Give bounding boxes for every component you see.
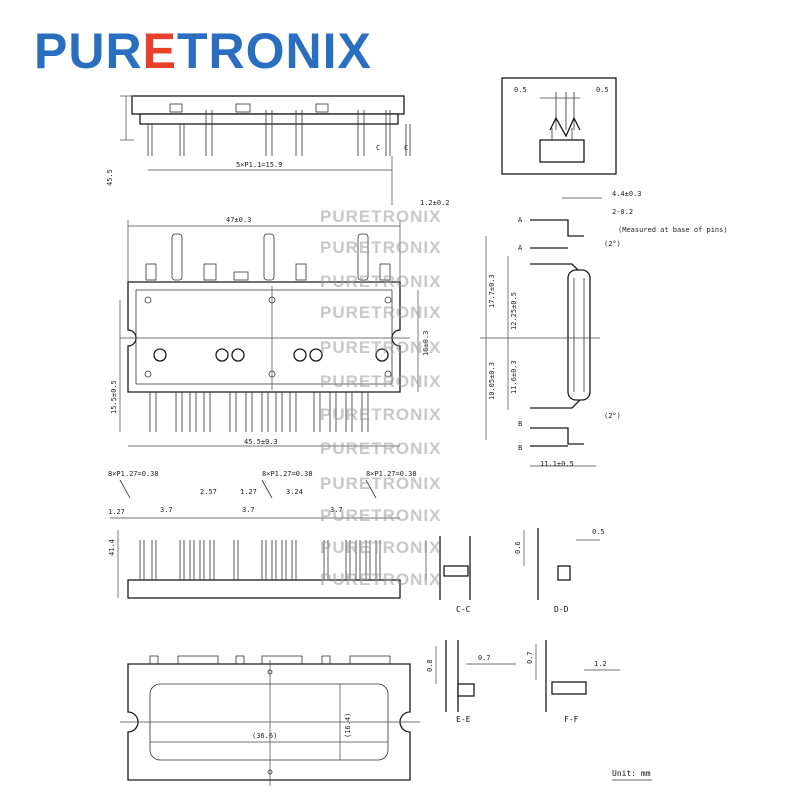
label-dim-top-gap: 1.2±0.2 (420, 199, 450, 207)
label-marker-a1: A (518, 216, 523, 224)
label-side-foot: 2-0.2 (612, 208, 633, 216)
label-marker-b2: B (518, 444, 522, 452)
label-lead-4: 1.27 (240, 488, 257, 496)
label-side-depth: 4.4±0.3 (612, 190, 642, 198)
label-det-h2: 0.7 (478, 654, 491, 662)
label-side-deg-top: (2°) (604, 240, 621, 248)
label-marker-c2: C (404, 144, 408, 152)
label-side-deg-bottom: (2°) (604, 412, 621, 420)
label-det-v3: 0.7 (526, 651, 534, 664)
label-sec-ff: F-F (564, 715, 579, 724)
logo-segment-2: TRONIX (176, 23, 372, 79)
label-body-height: 16±0.3 (422, 331, 430, 356)
label-side-bottom: 11.1±0.5 (540, 460, 574, 468)
label-width-total: 47±0.3 (226, 216, 251, 224)
bottom-view: (36.6) (16.4) (120, 655, 420, 786)
watermark-9: PURETRONIX (320, 506, 441, 525)
label-pitch-a: 5×P1.1=15.9 (236, 161, 282, 169)
watermark-1: PURETRONIX (320, 238, 441, 257)
watermark-4: PURETRONIX (320, 338, 441, 357)
label-pitch-b3: 8×P1.27=0.38 (366, 470, 417, 478)
side-view: 4.4±0.3 2-0.2 (Measured at base of pins)… (480, 190, 728, 468)
watermark-5: PURETRONIX (320, 372, 441, 391)
label-lead-3: 2.57 (200, 488, 217, 496)
watermark-10: PURETRONIX (320, 538, 441, 557)
label-side-seg4: 10.05±0.3 (488, 362, 496, 400)
watermark-layer: PURETRONIX PURETRONIX PURETRONIX PURETRONIX… (320, 207, 441, 589)
brand-logo: PURETRONIX (34, 26, 372, 76)
label-sec-ee: E-E (456, 715, 471, 724)
watermark-2: PURETRONIX (320, 272, 441, 291)
logo-segment-1: E (142, 23, 177, 79)
label-lead-1: 1.27 (108, 508, 125, 516)
label-lead-5: 3.7 (242, 506, 255, 514)
label-lead-2: 3.7 (160, 506, 173, 514)
label-width-body: 45.5±0.3 (244, 438, 278, 446)
label-side-note: (Measured at base of pins) (618, 226, 728, 234)
label-det-h3: 1.2 (594, 660, 607, 668)
label-lead-h: 41.4 (108, 539, 116, 556)
label-marker-a2: A (518, 244, 523, 252)
label-pitch-b2: 8×P1.27=0.38 (262, 470, 313, 478)
label-lead-6: 3.24 (286, 488, 303, 496)
label-height-left: 45.5 (106, 169, 114, 186)
label-sec-cc: C-C (456, 605, 471, 614)
label-side-seg3: 11.6±0.3 (510, 360, 518, 394)
section-details: C-C 0.6 0.5 D-D 0.8 0.7 E-E 0.7 1.2 F-F (425, 528, 620, 724)
label-bottom-width: (36.6) (252, 732, 277, 740)
label-sec-dd: D-D (554, 605, 569, 614)
lead-pitch-view: 8×P1.27=0.38 8×P1.27=0.38 8×P1.27=0.38 1… (108, 470, 417, 599)
front-view: 47±0.3 (110, 216, 430, 447)
watermark-8: PURETRONIX (320, 474, 441, 493)
logo-segment-0: PUR (34, 23, 143, 79)
watermark-6: PURETRONIX (320, 405, 441, 424)
label-detail-top-l: 0.5 (514, 86, 527, 94)
watermark-3: PURETRONIX (320, 303, 441, 322)
watermark-11: PURETRONIX (320, 570, 441, 589)
label-det-v1: 0.6 (514, 541, 522, 554)
watermark-7: PURETRONIX (320, 439, 441, 458)
unit-label: Unit: mm (612, 769, 651, 778)
label-marker-b1: B (518, 420, 522, 428)
label-height-total: 15.5±0.5 (110, 380, 118, 414)
label-bottom-height: (16.4) (344, 713, 352, 738)
label-det-v2: 0.8 (426, 659, 434, 672)
detail-box: 0.5 0.5 (501, 77, 617, 175)
label-pitch-b1: 8×P1.27=0.38 (108, 470, 159, 478)
watermark-0: PURETRONIX (320, 207, 441, 226)
label-lead-7: 3.7 (330, 506, 343, 514)
label-det-h1: 0.5 (592, 528, 605, 536)
label-detail-top-r: 0.5 (596, 86, 609, 94)
label-side-seg2: 12.25±0.5 (510, 292, 518, 330)
label-marker-c1: C (376, 144, 380, 152)
label-side-seg1: 17.7±0.3 (488, 274, 496, 308)
top-view: 5×P1.1=15.9 45.5 C C 1.2±0.2 (106, 95, 450, 207)
